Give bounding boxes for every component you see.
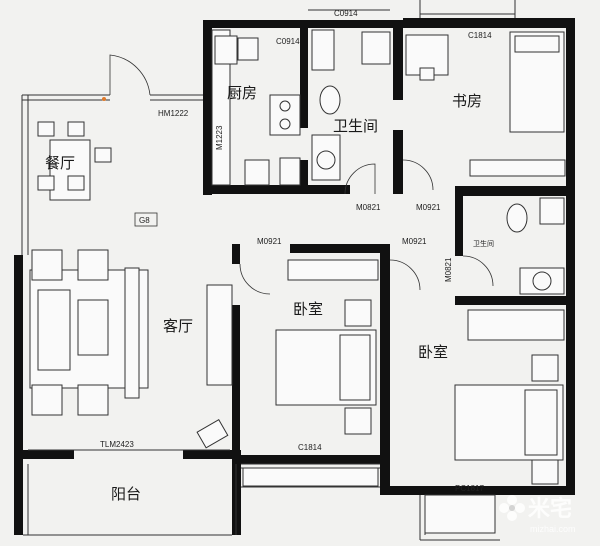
watermark: 米宅 mizhai.com	[499, 495, 576, 534]
dining-label: 餐厅	[45, 154, 75, 172]
bedroom-right-label: 卧室	[418, 343, 448, 361]
watermark-brand: 米宅	[528, 496, 572, 522]
balcony-railing	[242, 467, 496, 534]
bathroom-label: 卫生间	[333, 117, 378, 135]
dining-set	[37, 121, 112, 201]
grid-mark-box	[134, 212, 158, 227]
watermark-url: mizhai.com	[530, 524, 576, 534]
walls	[14, 18, 575, 535]
door-code-hm1222: HM1222	[158, 109, 189, 118]
window-code-c1814-study: C1814	[468, 31, 492, 40]
window-code-c0914-top: C0914	[334, 9, 358, 18]
grid-mark: G8	[139, 216, 150, 225]
door-code-m0821-b: M0821	[444, 257, 453, 282]
center-bedroom-furniture	[275, 259, 379, 435]
balcony-label: 阳台	[111, 485, 141, 503]
window-code-c1814-bedroom: C1814	[298, 443, 322, 452]
door-code-tlm2423: TLM2423	[100, 440, 134, 449]
door-code-m0821-a: M0821	[356, 203, 381, 212]
door-code-m0921-c: M0921	[402, 237, 427, 246]
study-furniture	[405, 31, 566, 177]
bathroom-fixtures	[311, 29, 391, 181]
study-label: 书房	[452, 92, 482, 110]
flower-logo-icon	[499, 495, 525, 521]
bedroom-center-label: 卧室	[293, 300, 323, 318]
small-bathroom-label: 卫生间	[473, 239, 494, 248]
accent-marker	[102, 97, 106, 101]
kitchen-fixtures	[211, 29, 301, 186]
window-code-c0914-kitchen: C0914	[276, 37, 300, 46]
living-room-label: 客厅	[163, 317, 193, 335]
sofa-set	[29, 249, 233, 449]
door-code-m0921-a: M0921	[416, 203, 441, 212]
kitchen-label: 厨房	[227, 84, 257, 102]
right-bedroom-furniture	[454, 309, 565, 485]
small-bathroom-fixtures	[506, 197, 565, 295]
door-code-m1223: M1223	[215, 125, 224, 150]
window-code-pc1817: PC1817	[455, 484, 484, 493]
door-code-m0921-b: M0921	[257, 237, 282, 246]
